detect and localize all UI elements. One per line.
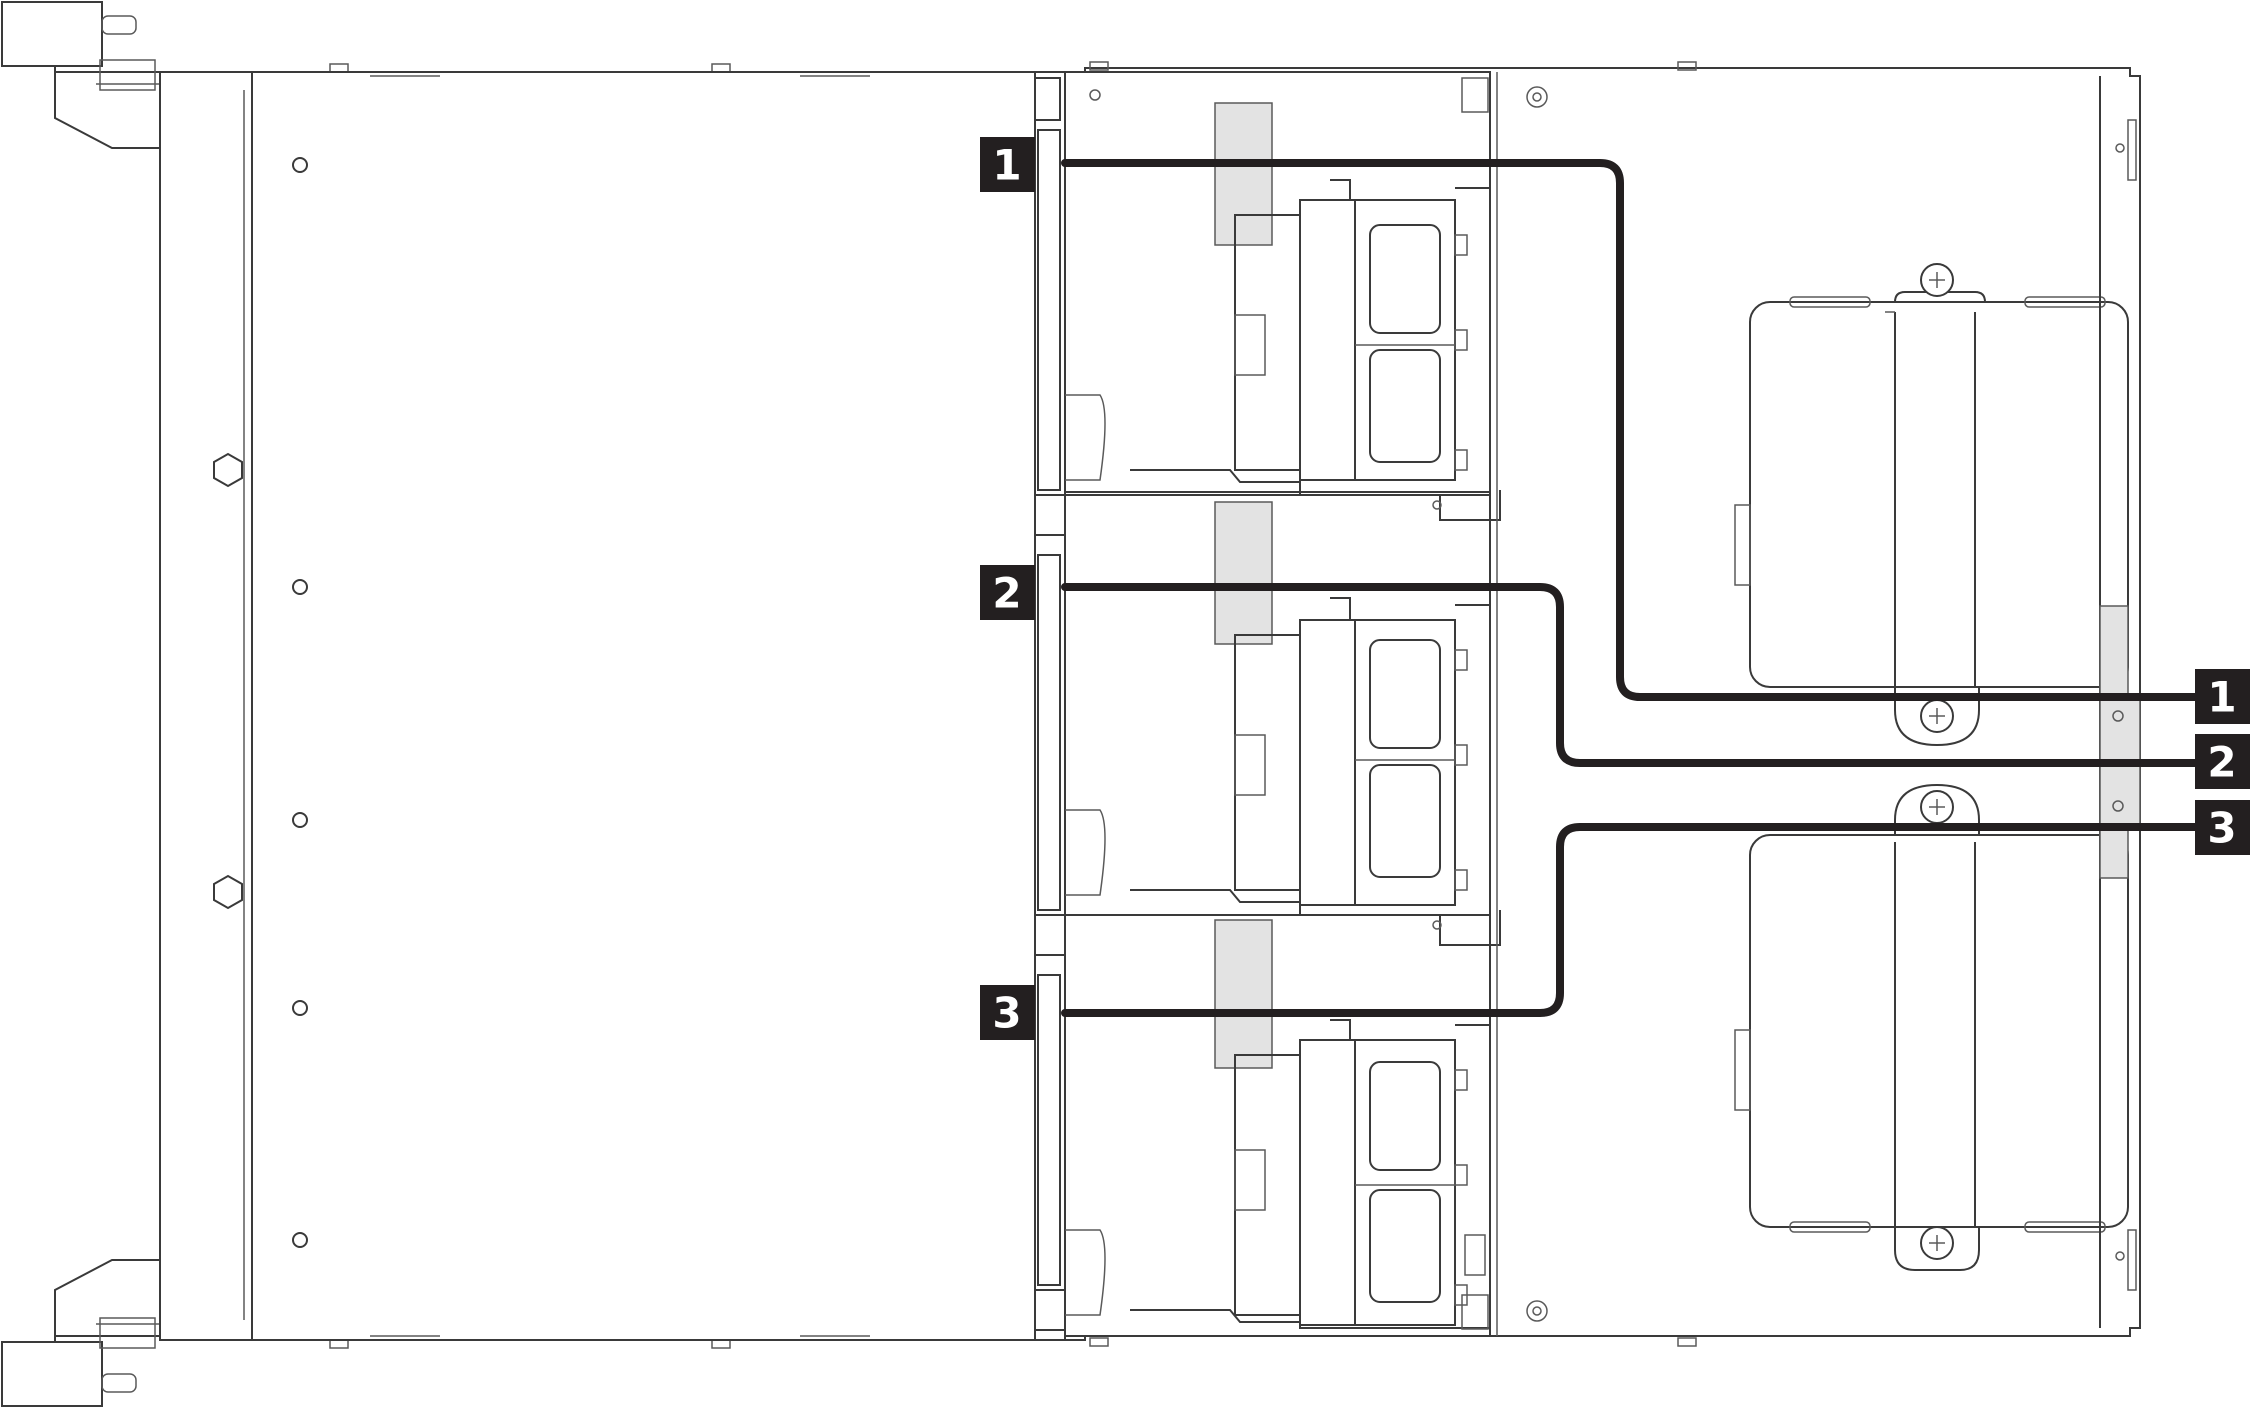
rear-panel-edge xyxy=(2099,76,2141,1328)
rack-ear-top xyxy=(1,1,161,149)
psu-bay-lower xyxy=(1734,783,2129,1271)
svg-text:1: 1 xyxy=(2207,673,2236,722)
callout-left-1: 1 xyxy=(980,137,1035,192)
callout-left-3: 3 xyxy=(980,985,1035,1040)
cable-1 xyxy=(1061,159,2204,701)
hex-screw-bottom xyxy=(213,874,243,910)
backplane-rail xyxy=(1034,71,1066,1341)
cable-clip-2 xyxy=(1214,501,1273,645)
hex-screw-top xyxy=(213,452,243,488)
svg-text:2: 2 xyxy=(2207,738,2236,787)
cable-routes xyxy=(1061,159,2204,1017)
callout-right-2: 2 xyxy=(2195,734,2250,789)
cable-3 xyxy=(1061,823,2204,1017)
cable-clip-3 xyxy=(1214,919,1273,1069)
front-bezel xyxy=(159,72,253,1340)
cable-2 xyxy=(1061,583,2204,767)
drive-bay-panel xyxy=(251,71,1036,1341)
psu-bay-upper xyxy=(1734,263,2129,747)
fan-module-3 xyxy=(1064,914,1491,1337)
svg-text:3: 3 xyxy=(992,989,1021,1038)
chassis-body xyxy=(159,61,2141,1349)
rack-ear-bottom xyxy=(1,1259,161,1407)
callout-right-3: 3 xyxy=(2195,800,2250,855)
svg-text:3: 3 xyxy=(2207,804,2236,853)
svg-text:2: 2 xyxy=(992,569,1021,618)
cable-clip-1 xyxy=(1214,102,1273,246)
fan-module-2 xyxy=(1064,494,1501,946)
fan-module-1 xyxy=(1064,71,1501,521)
callout-right-1: 1 xyxy=(2195,669,2250,724)
svg-text:1: 1 xyxy=(992,141,1021,190)
callout-left-2: 2 xyxy=(980,565,1035,620)
midplane-wall xyxy=(1461,72,1548,1336)
